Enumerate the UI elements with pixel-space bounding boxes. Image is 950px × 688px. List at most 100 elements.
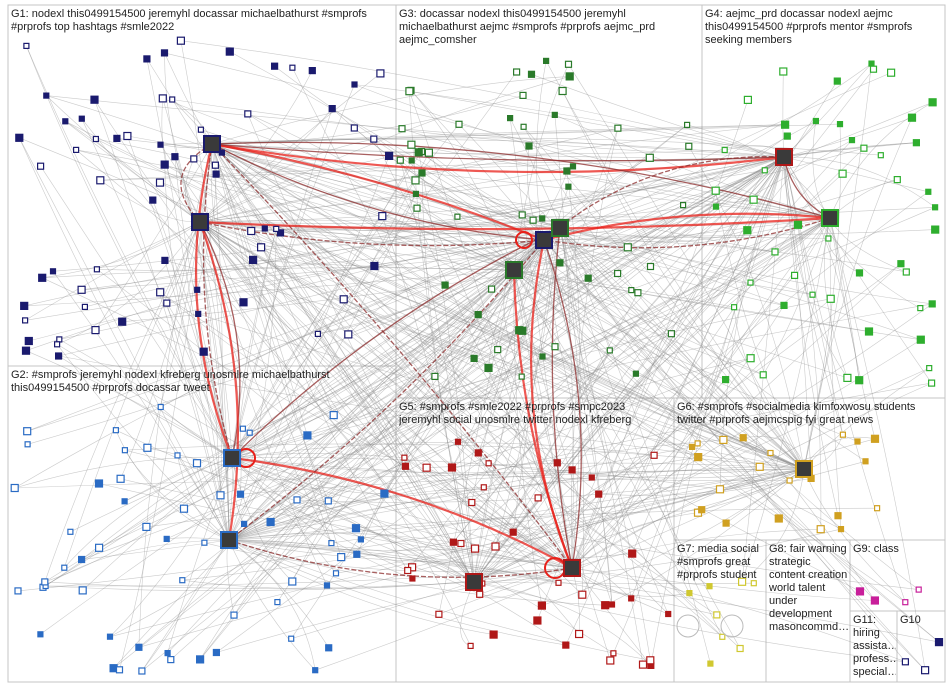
node-149 (556, 259, 564, 267)
node-161 (685, 142, 693, 150)
edge-57-0 (174, 156, 230, 541)
node-221 (759, 371, 767, 379)
edge-206-0 (543, 237, 829, 241)
node-107 (143, 443, 152, 452)
edge-109-0 (42, 221, 201, 588)
edge-99-2 (199, 221, 332, 544)
node-280 (409, 575, 416, 582)
edge-321-2 (513, 269, 940, 643)
node-82 (274, 598, 281, 606)
edge-108-1 (141, 539, 230, 672)
edge-189-1 (231, 193, 417, 459)
node-142 (484, 363, 493, 372)
edge-270-1 (404, 457, 573, 569)
node-154 (407, 140, 416, 149)
node-117 (293, 496, 301, 504)
edge-44-1 (81, 217, 831, 291)
node-58 (370, 261, 379, 271)
node-81 (236, 490, 245, 498)
node-163 (569, 163, 577, 170)
edge-40-2 (231, 108, 333, 459)
node-152 (518, 373, 525, 380)
edge-10-0 (24, 221, 201, 321)
node-313 (713, 611, 721, 619)
edge-95-2 (109, 217, 831, 637)
node-290 (839, 431, 847, 438)
edge-72-1 (335, 468, 805, 574)
node-204 (780, 301, 788, 309)
node-196 (928, 300, 936, 308)
edge-34-0 (199, 138, 374, 223)
edge-183-0 (568, 186, 805, 470)
node-276 (628, 595, 635, 602)
strong-edge-3 (211, 142, 785, 174)
node-167 (683, 121, 691, 129)
edge-45-1 (58, 239, 545, 357)
strong-edge-23 (543, 239, 582, 569)
edge-220-0 (513, 102, 933, 271)
edge-49-1 (180, 40, 230, 541)
edge-197-0 (571, 275, 795, 569)
edge-169-0 (401, 128, 831, 219)
node-180 (488, 285, 496, 293)
edge-216-0 (543, 72, 892, 241)
edge-194-2 (783, 156, 936, 208)
node-45 (54, 352, 63, 360)
node-277 (489, 630, 498, 639)
edge-233-0 (543, 239, 813, 295)
node-153 (565, 72, 574, 81)
edge-219-1 (824, 217, 848, 379)
node-114 (77, 555, 86, 564)
edge-271-2 (199, 221, 559, 584)
node-102 (142, 522, 151, 532)
node-273 (574, 629, 584, 639)
node-283 (595, 490, 603, 498)
edge-34-2 (373, 138, 573, 569)
edge-137-2 (231, 329, 520, 459)
edge-6-1 (162, 98, 230, 541)
edge-123-0 (211, 143, 342, 558)
edge-192-0 (783, 156, 929, 193)
edge-168-1 (231, 151, 422, 459)
edge-92-1 (231, 457, 385, 494)
edge-208-1 (715, 190, 805, 470)
edge-114-2 (81, 539, 230, 560)
edge-298-1 (559, 227, 866, 462)
edge-211-0 (803, 367, 930, 470)
edge-121-0 (98, 483, 573, 569)
edge-185-0 (416, 207, 805, 470)
node-268 (628, 549, 637, 558)
node-93 (61, 564, 68, 571)
node-2 (351, 81, 358, 88)
edge-210-2 (231, 120, 817, 459)
node-70 (37, 631, 44, 638)
node-80 (357, 536, 364, 543)
edge-56-0 (146, 58, 230, 541)
edge-316-0 (199, 221, 861, 592)
node-23 (90, 95, 99, 104)
edge-232-1 (211, 143, 725, 155)
node-53 (289, 64, 296, 71)
node-144 (542, 57, 550, 65)
node-72 (332, 570, 340, 577)
edge-84-0 (199, 221, 328, 586)
node-78 (230, 611, 238, 619)
edge-79-1 (160, 239, 545, 408)
edge-195-1 (571, 224, 799, 569)
edge-296-0 (211, 143, 779, 519)
edge-219-2 (783, 156, 848, 379)
strong-edge-21 (512, 269, 574, 569)
node-187 (613, 269, 622, 278)
edge-264-0 (407, 156, 785, 571)
edge-308-2 (741, 156, 785, 582)
group-label-g7: G7: media social #smprofs great #prprofs… (677, 543, 759, 581)
edge-195-0 (228, 224, 799, 541)
edge-205-0 (513, 269, 735, 308)
edge-229-0 (199, 142, 917, 223)
edge-128-1 (120, 478, 573, 569)
edge-198-0 (473, 69, 874, 583)
edge-235-2 (559, 227, 921, 340)
node-227 (931, 225, 940, 234)
node-234 (826, 294, 835, 303)
group-label-g8: G8: fair warning strategic content creat… (769, 543, 849, 633)
